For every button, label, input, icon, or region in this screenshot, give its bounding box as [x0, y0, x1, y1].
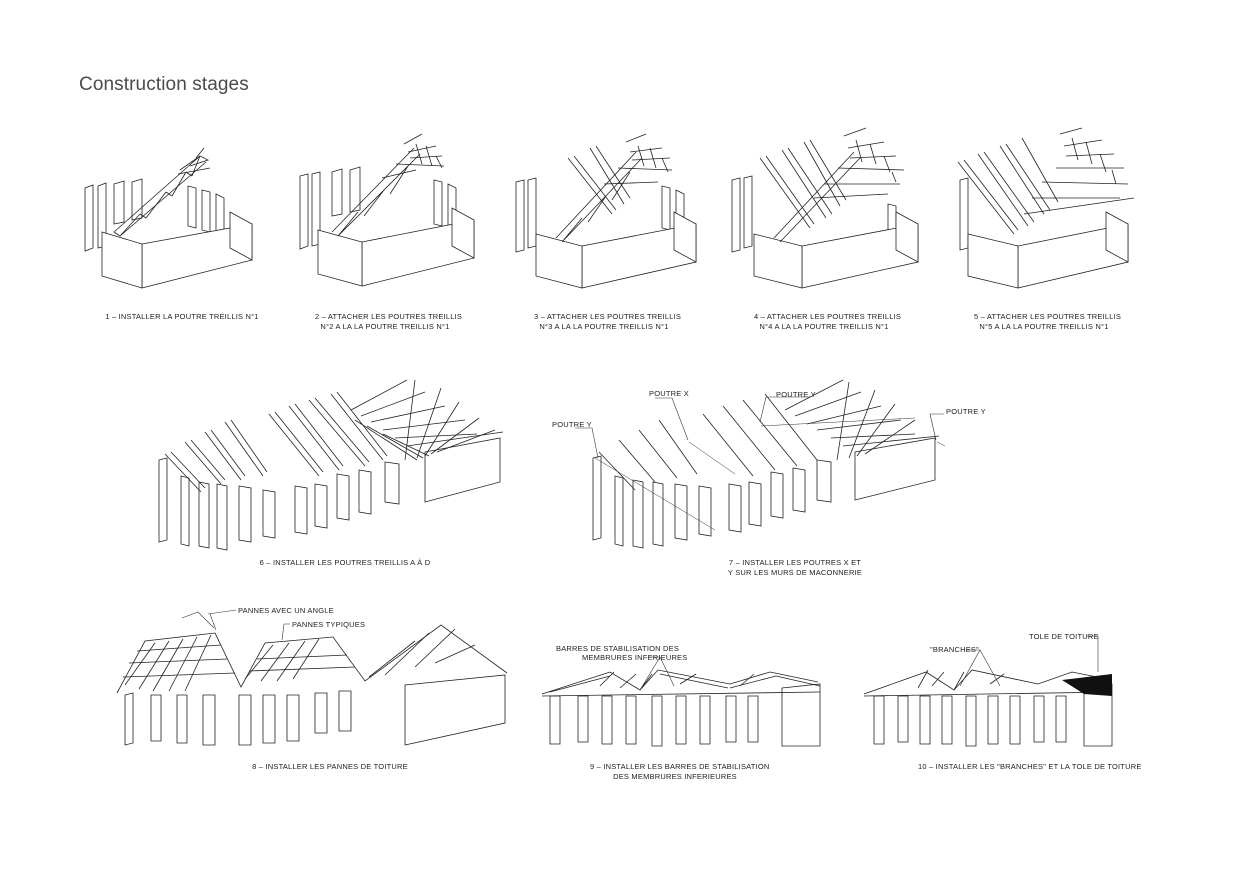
- stage-5-drawing: [944, 127, 1144, 290]
- masonry-walls: [592, 437, 936, 549]
- page-title: Construction stages: [79, 74, 249, 95]
- stage-3-svg: [515, 133, 697, 289]
- caption-line: 7 – INSTALLER LES POUTRES X ET: [728, 558, 862, 567]
- poutre-beams: [594, 417, 946, 531]
- callout-barres-line1: BARRES DE STABILISATION DES: [556, 644, 680, 653]
- masonry-walls: [731, 175, 919, 289]
- roof-profile: [541, 669, 821, 697]
- masonry-walls: [158, 437, 501, 551]
- stage-4-caption: 4 – ATTACHER LES POUTRES TREILLIS N°4 A …: [754, 312, 902, 331]
- stage-6-caption: 6 – INSTALLER LES POUTRES TREILLIS A À D: [245, 558, 445, 568]
- trusses-1-5: [957, 127, 1135, 235]
- caption-line: DES MEMBRURES INFERIEURES: [613, 771, 737, 781]
- stage-1-svg: [84, 147, 253, 289]
- caption-line: 6 – INSTALLER LES POUTRES TREILLIS A À D: [259, 558, 431, 567]
- caption-line: 9 – INSTALLER LES BARRES DE STABILISATIO…: [590, 762, 770, 771]
- stage-1-drawing: [80, 147, 260, 289]
- callout-poutre-y-left: POUTRE Y: [552, 420, 592, 429]
- masonry-walls: [84, 178, 253, 289]
- stage-8-drawing: [115, 615, 510, 750]
- trusses-1-5-cluster: [350, 379, 504, 461]
- masonry-walls: [124, 674, 506, 746]
- stage-4-svg: [731, 127, 919, 289]
- caption-line: N°4 A LA LA POUTRE TREILLIS N°1: [759, 321, 889, 331]
- stage-9-caption: 9 – INSTALLER LES BARRES DE STABILISATIO…: [590, 762, 770, 781]
- caption-line: 3 – ATTACHER LES POUTRES TREILLIS: [534, 312, 682, 321]
- caption-line: Y SUR LES MURS DE MACONNERIE: [727, 567, 863, 577]
- stage-6-svg: [158, 379, 504, 551]
- stage-4-drawing: [728, 127, 928, 290]
- callout-pannes-angle: PANNES AVEC UN ANGLE: [238, 606, 334, 615]
- caption-line: 2 – ATTACHER LES POUTRES TREILLIS: [315, 312, 463, 321]
- callout-poutre-y-right: POUTRE Y: [946, 407, 986, 416]
- truss-1: [113, 147, 211, 237]
- callout-poutre-x: POUTRE X: [649, 389, 689, 398]
- stage-7-svg: [592, 379, 946, 549]
- stage-2-drawing: [296, 133, 486, 289]
- stage-6-drawing: [155, 379, 510, 555]
- stage-1-caption: 1 – INSTALLER LA POUTRE TREILLIS N°1: [102, 312, 262, 322]
- roof-purlins: [116, 624, 508, 694]
- stage-9-svg: [541, 669, 821, 747]
- stage-2-caption: 2 – ATTACHER LES POUTRES TREILLIS N°2 A …: [315, 312, 463, 331]
- stage-3-caption: 3 – ATTACHER LES POUTRES TREILLIS N°3 A …: [534, 312, 682, 331]
- callout-tole: TOLE DE TOITURE: [1029, 632, 1099, 641]
- callout-pannes-typiques: PANNES TYPIQUES: [292, 620, 366, 629]
- stage-9-drawing: [540, 660, 825, 750]
- caption-line: N°5 A LA LA POUTRE TREILLIS N°1: [979, 321, 1109, 331]
- masonry-walls: [873, 683, 1113, 747]
- caption-line: 10 – INSTALLER LES "BRANCHES" ET LA TOLE…: [918, 762, 1142, 771]
- stage-10-caption: 10 – INSTALLER LES "BRANCHES" ET LA TOLE…: [918, 762, 1142, 772]
- caption-line: 8 – INSTALLER LES PANNES DE TOITURE: [252, 762, 408, 771]
- stage-10-svg: [863, 669, 1113, 747]
- caption-line: 1 – INSTALLER LA POUTRE TREILLIS N°1: [105, 312, 259, 321]
- stage-10-drawing: [862, 660, 1117, 750]
- masonry-walls: [959, 177, 1129, 289]
- truss-1-2: [331, 133, 445, 237]
- caption-line: 5 – ATTACHER LES POUTRES TREILLIS: [974, 312, 1122, 321]
- caption-line: N°3 A LA LA POUTRE TREILLIS N°1: [539, 321, 669, 331]
- caption-line: N°2 A LA LA POUTRE TREILLIS N°1: [320, 321, 450, 331]
- caption-line: 4 – ATTACHER LES POUTRES TREILLIS: [754, 312, 902, 321]
- stage-8-svg: [116, 624, 508, 746]
- stage-3-drawing: [512, 133, 707, 289]
- stage-8-caption: 8 – INSTALLER LES PANNES DE TOITURE: [240, 762, 420, 772]
- callout-poutre-y-mid: POUTRE Y: [776, 390, 816, 399]
- roof-sheet: [1062, 674, 1112, 696]
- stage-7-caption: 7 – INSTALLER LES POUTRES X ET Y SUR LES…: [725, 558, 865, 577]
- masonry-walls: [549, 683, 821, 747]
- trusses-1-4: [759, 127, 905, 243]
- trusses-1-3: [555, 133, 673, 243]
- trusses-a-d: [164, 391, 388, 493]
- masonry-walls: [299, 166, 475, 287]
- callout-barres-line2: MEMBRURES INFERIEURES: [582, 653, 688, 662]
- stage-5-caption: 5 – ATTACHER LES POUTRES TREILLIS N°5 A …: [974, 312, 1122, 331]
- masonry-walls: [515, 177, 697, 289]
- callout-branches: "BRANCHES": [930, 645, 979, 654]
- stage-2-svg: [299, 133, 475, 287]
- stage-5-svg: [957, 127, 1135, 289]
- stage-7-drawing: [585, 379, 946, 550]
